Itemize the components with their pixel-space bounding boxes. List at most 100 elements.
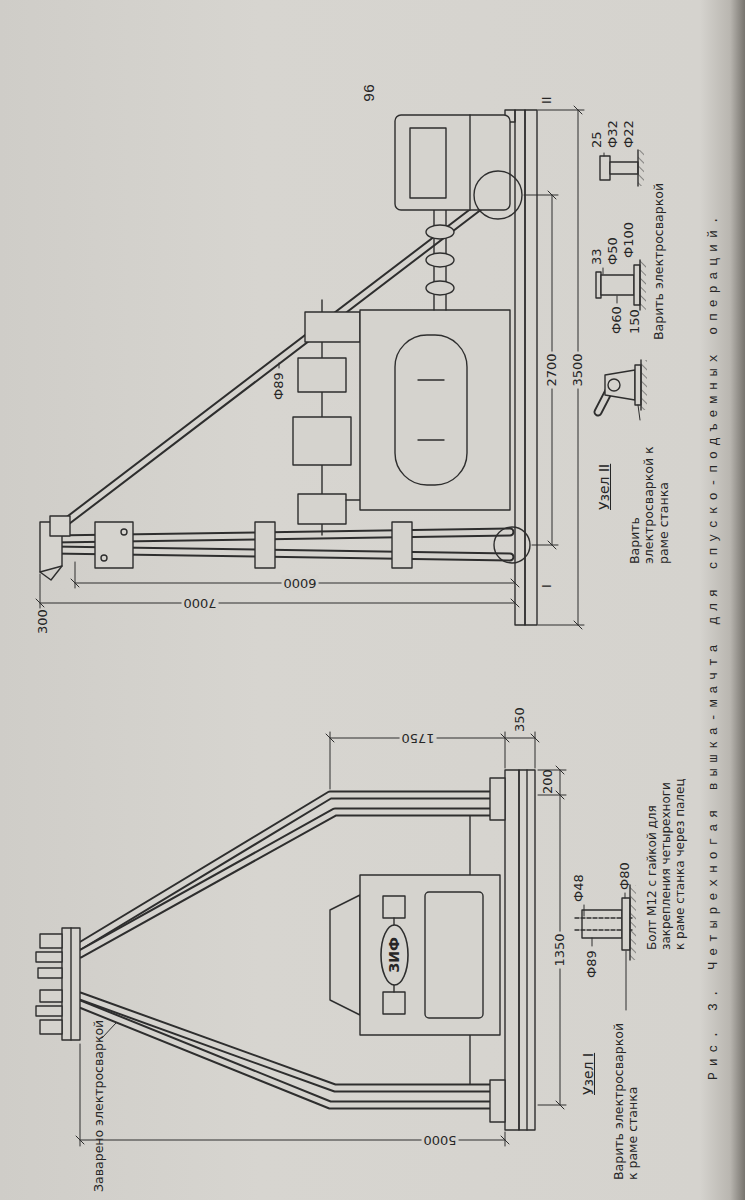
dimension-line [40, 603, 515, 604]
dimension-value: 2700 [545, 351, 560, 388]
leader-line [617, 296, 618, 303]
diameter-label: Ф48 [572, 874, 587, 902]
crown-block [36, 1006, 62, 1016]
drill-rig [305, 312, 360, 342]
tower-leg [80, 778, 505, 1122]
machine-name: ЗИФ [386, 924, 403, 986]
leader-line [584, 905, 585, 916]
rig-frame [525, 110, 537, 625]
section-mark: I [540, 584, 555, 588]
dimension-value: 33 [590, 248, 605, 265]
dimension-value: 1350 [553, 931, 568, 968]
dimension-value: 150 [628, 309, 643, 334]
detail-drawing [639, 260, 640, 310]
detail-drawing [598, 360, 647, 412]
mast [95, 522, 133, 568]
detail-drawing [601, 275, 634, 295]
diameter-label: Ф22 [622, 120, 637, 148]
drill-rig [330, 875, 500, 1035]
tower-leg [490, 778, 505, 820]
diameter-label: Ф80 [618, 862, 633, 890]
rig-frame [505, 770, 519, 1130]
tower-leg [469, 1035, 470, 1084]
detail-drawing [582, 910, 622, 938]
drill-rig [418, 379, 444, 380]
drill-rig [298, 494, 346, 524]
crown-block [36, 928, 80, 1040]
detail-drawing [608, 379, 620, 391]
dimension-line [75, 562, 76, 588]
detail-title: Узел I [580, 1053, 596, 1095]
dimension-value: 350 [513, 707, 528, 732]
detail-drawing [640, 360, 641, 410]
dimension-value: 200 [541, 769, 556, 794]
diameter-label: Ф50 [606, 237, 621, 265]
drill-rig [469, 115, 470, 210]
detail-drawing [641, 360, 647, 410]
drill-rig [425, 892, 483, 1018]
diameter-label: Ф32 [606, 120, 621, 148]
crown-block [40, 934, 62, 948]
note-text: Болт М12 с гайкой для закрепления четыре… [646, 772, 687, 950]
note-text: Заварено электросваркой [92, 1020, 106, 1192]
detail-drawing [634, 265, 640, 305]
drill-rig [330, 895, 360, 1015]
drill-rig [383, 992, 405, 1014]
drill-rig [360, 310, 510, 510]
note-text: Варить электросваркой к раме станка [612, 1015, 641, 1180]
dimension-value: 25 [590, 131, 605, 148]
drill-rig [383, 896, 405, 918]
leader-line [592, 938, 593, 946]
detail-drawing [596, 272, 601, 298]
dimension-line [330, 732, 331, 789]
dimension-value: 6000 [281, 576, 318, 591]
mast [392, 522, 412, 568]
dimension-line [532, 545, 558, 546]
leader-line [279, 363, 280, 368]
note-text: Варить электросваркой [652, 183, 666, 340]
drill-rig [474, 171, 522, 219]
dimension-value: 300 [36, 609, 51, 634]
dimension-line [80, 1044, 81, 1146]
detail-drawing [622, 898, 630, 950]
drill-rig [426, 225, 454, 239]
rig-frame [519, 770, 535, 1130]
drill-rig [360, 875, 500, 1035]
drill-rig [395, 115, 510, 210]
figure-caption: Рис. 3. Четырехногая вышка-мачта для спу… [706, 211, 722, 1080]
crown-block [40, 990, 62, 1002]
dimension-value: 5000 [421, 1133, 458, 1148]
crown-block [40, 1020, 62, 1034]
crown-block [62, 928, 80, 1040]
drill-rig [293, 115, 522, 535]
detail-drawing [610, 162, 638, 174]
note-text: Варить электросваркой к раме станка [628, 424, 671, 564]
leader-line [638, 405, 640, 420]
leader-line [604, 153, 605, 156]
dimension-value: 3500 [571, 351, 586, 388]
leader-line [603, 268, 604, 274]
detail-drawing [600, 150, 644, 186]
drill-rig [346, 499, 360, 500]
mast [40, 566, 62, 580]
detail-drawing [596, 260, 646, 310]
machine-badge: ЗИФ [380, 924, 409, 986]
detail-title: Узел II [596, 464, 612, 510]
rig-frame [526, 770, 527, 1130]
badge-text-holder: ЗИФ [380, 924, 403, 986]
drill-rig [426, 253, 454, 267]
detail-drawing [635, 365, 641, 405]
drill-rig [395, 335, 467, 485]
detail-drawing [637, 150, 638, 186]
badge-outline [381, 925, 408, 985]
detail-drawing [638, 150, 644, 186]
leader-line [584, 893, 626, 1010]
dimension-line [36, 579, 519, 607]
detail-drawing [600, 156, 610, 180]
detail-drawing [640, 260, 646, 310]
crown-block [38, 968, 62, 978]
detail-drawing [605, 370, 635, 400]
dimension-value: 1750 [399, 731, 436, 746]
